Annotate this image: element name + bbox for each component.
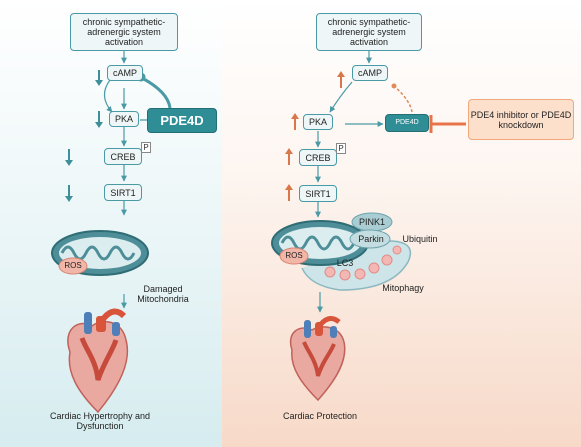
left-phospho-badge: P — [141, 142, 151, 153]
right-stimulus-box: chronic sympathetic-adrenergic system ac… — [316, 13, 422, 51]
mitophagy-label: Mitophagy — [382, 283, 424, 293]
left-damaged-mito-label: Damaged Mitochondria — [137, 284, 189, 304]
left-pde4d-node: PDE4D — [147, 108, 217, 133]
left-sirt1-node: SIRT1 — [104, 184, 142, 201]
right-creb-node: CREB — [299, 149, 337, 166]
right-pka-node: PKA — [303, 114, 333, 130]
right-dashed-degradation — [391, 83, 413, 113]
right-camp-node: cAMP — [352, 65, 388, 81]
left-outcome-label: Cardiac Hypertrophy and Dysfunction — [49, 411, 151, 431]
left-pka-node: PKA — [109, 111, 139, 127]
inhibitor-t-bar — [429, 115, 466, 133]
pde4-inhibitor-box: PDE4 inhibitor or PDE4D knockdown — [468, 99, 574, 140]
left-down-arrows — [65, 70, 103, 202]
pink1-label: PINK1 — [358, 217, 385, 227]
left-camp-node: cAMP — [107, 65, 143, 81]
left-ros-label: ROS — [64, 261, 82, 270]
right-pde4d-node: PDE4D — [385, 114, 429, 132]
ubiquitin-label: Ubiquitin — [402, 234, 438, 244]
right-ros-label: ROS — [285, 251, 303, 260]
right-panel-background — [222, 0, 581, 447]
right-sirt1-node: SIRT1 — [299, 185, 337, 202]
left-heart-icon — [67, 308, 129, 414]
right-up-arrows — [285, 71, 345, 201]
right-connectors — [315, 51, 384, 313]
left-stimulus-box: chronic sympathetic-adrenergic system ac… — [70, 13, 178, 51]
right-phospho-badge: P — [336, 143, 346, 154]
lc3-label: LC3 — [336, 258, 354, 268]
right-heart-icon — [289, 316, 346, 402]
right-mitochondrion — [271, 212, 412, 291]
left-creb-node: CREB — [104, 148, 142, 165]
left-mitochondrion — [51, 230, 149, 276]
right-outcome-label: Cardiac Protection — [282, 411, 358, 421]
parkin-label: Parkin — [358, 234, 384, 244]
